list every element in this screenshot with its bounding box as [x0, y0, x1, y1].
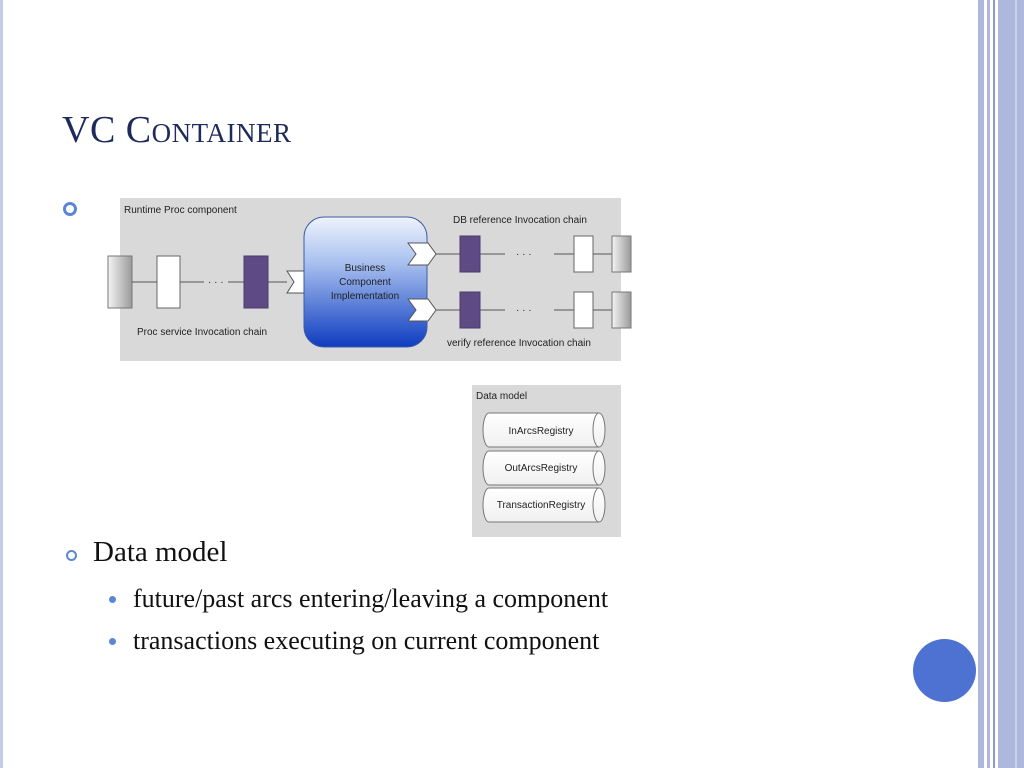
- sub-bullet-dot-icon: [109, 596, 116, 603]
- data-model-label: Data model: [476, 391, 527, 402]
- registry-label: InArcsRegistry: [508, 426, 573, 437]
- sub-bullet-text: transactions executing on current compon…: [133, 626, 600, 655]
- registry-label: TransactionRegistry: [497, 500, 586, 511]
- verify-chain-handler: [573, 291, 594, 329]
- verify-reference-endpoint: [611, 291, 632, 329]
- right-border-stripe: [1015, 0, 1017, 768]
- runtime-proc-label: Runtime Proc component: [124, 205, 237, 216]
- bullet-ring-icon: [63, 202, 77, 216]
- left-border-rule: [0, 0, 3, 768]
- db-reference-endpoint: [611, 235, 632, 273]
- business-component-label: Implementation: [331, 291, 399, 302]
- right-border-stripe: [978, 0, 984, 768]
- ellipsis-label: · · ·: [516, 305, 532, 316]
- bullet-text: Data model: [93, 536, 228, 568]
- right-border-stripe: [987, 0, 990, 768]
- verify-connector-chevron: [407, 298, 437, 322]
- right-border-stripe: [998, 0, 1024, 768]
- proc-chain-component: [243, 255, 269, 309]
- ellipsis-label: · · ·: [208, 277, 224, 288]
- decorative-circle: [913, 639, 976, 702]
- db-connector-chevron: [407, 242, 437, 266]
- business-component-box: [303, 216, 428, 348]
- db-chain-label: DB reference Invocation chain: [453, 215, 587, 226]
- business-component-label: Business: [345, 263, 386, 274]
- right-border-stripe: [993, 0, 995, 768]
- proc-chain-handler: [156, 255, 181, 309]
- proc-chain-label: Proc service Invocation chain: [137, 327, 267, 338]
- sub-bullet-text: future/past arcs entering/leaving a comp…: [133, 584, 609, 613]
- db-chain-component: [459, 235, 481, 273]
- verify-chain-label: verify reference Invocation chain: [447, 338, 591, 349]
- business-component-label: Component: [339, 277, 391, 288]
- sub-bullet-dot-icon: [109, 638, 116, 645]
- verify-chain-component: [459, 291, 481, 329]
- db-chain-handler: [573, 235, 594, 273]
- ellipsis-label: · · ·: [516, 249, 532, 260]
- proc-service-endpoint: [107, 255, 133, 309]
- slide-title: VC Container: [62, 109, 292, 151]
- registry-label: OutArcsRegistry: [505, 463, 578, 474]
- bullet-ring-icon: [66, 550, 77, 561]
